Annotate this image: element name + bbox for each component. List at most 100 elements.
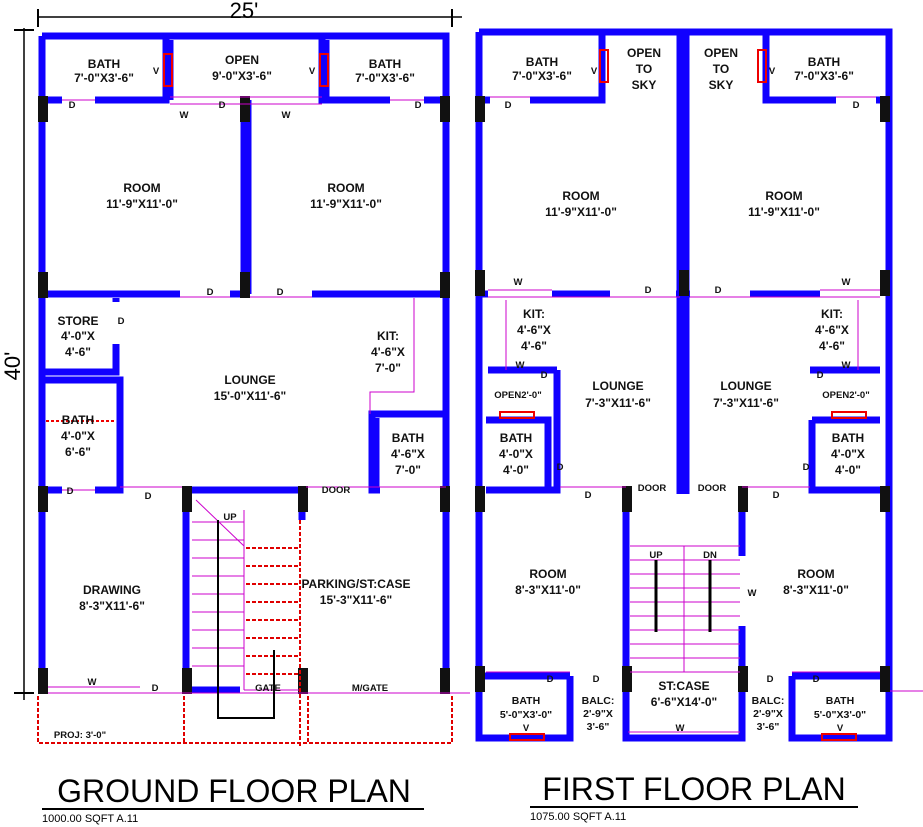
gf-open-size: 9'-0"X3'-6" bbox=[212, 69, 272, 83]
ff-open1-l3: SKY bbox=[632, 78, 657, 92]
ff-lounge1-size: 7'-3"X11'-6" bbox=[585, 396, 651, 410]
ff-lounge2-size: 7'-3"X11'-6" bbox=[713, 396, 779, 410]
ff-kit1-size1: 4'-6"X bbox=[517, 323, 551, 337]
ff-balc2-size1: 2'-9"X bbox=[753, 708, 783, 720]
gf-door-mark-2: D bbox=[219, 100, 226, 111]
gf-window-mark-1: W bbox=[180, 110, 189, 121]
ff-bath4-size1: 4'-0"X bbox=[831, 447, 865, 461]
gf-bath4-size2: 7'-0" bbox=[395, 463, 421, 477]
gf-door-mark-9: D bbox=[152, 683, 159, 694]
ff-door-mark-2: D bbox=[853, 100, 860, 111]
ff-door-mark-10: D bbox=[773, 490, 780, 501]
ff-kit2-name: KIT: bbox=[821, 307, 843, 321]
gf-drawing-name: DRAWING bbox=[83, 583, 141, 597]
gf-store-name: STORE bbox=[57, 314, 98, 328]
ff-lounge2-name: LOUNGE bbox=[720, 379, 771, 393]
ff-room3-name: ROOM bbox=[529, 567, 566, 581]
ff-door-label-1: DOOR bbox=[638, 483, 667, 494]
gf-door-mark-6: D bbox=[118, 316, 125, 327]
ff-open1-l1: OPEN bbox=[627, 46, 661, 60]
ff-bath5-name: BATH bbox=[512, 695, 540, 707]
gf-door-mark-3: D bbox=[415, 100, 422, 111]
ff-kit1-size2: 4'-6" bbox=[521, 339, 547, 353]
ff-vent-mark-3: V bbox=[523, 723, 530, 734]
first-floor-title: FIRST FLOOR PLAN bbox=[542, 771, 845, 807]
ff-room4-size: 8'-3"X11'-0" bbox=[783, 583, 849, 597]
gf-parking-name: PARKING/ST:CASE bbox=[301, 577, 410, 591]
ff-bath1-name: BATH bbox=[526, 55, 558, 69]
gf-store-size1: 4'-0"X bbox=[61, 329, 95, 343]
ff-vent-mark-2: V bbox=[769, 66, 776, 77]
gf-door-mark-1: D bbox=[69, 100, 76, 111]
gf-door-mark-5: D bbox=[277, 287, 284, 298]
ff-room4-name: ROOM bbox=[797, 567, 834, 581]
gf-door-label: DOOR bbox=[322, 485, 351, 496]
gf-bath3-name: BATH bbox=[62, 413, 94, 427]
gf-up-label: UP bbox=[223, 512, 237, 523]
gf-kit-size1: 4'-6"X bbox=[371, 345, 405, 359]
ff-room3-size: 8'-3"X11'-0" bbox=[515, 583, 581, 597]
ff-bath6-size: 5'-0"X3'-0" bbox=[814, 709, 866, 721]
ff-door-mark-3: D bbox=[645, 285, 652, 296]
gf-room1-name: ROOM bbox=[123, 181, 160, 195]
ff-bath3-name: BATH bbox=[500, 431, 532, 445]
ff-window-mark-3: W bbox=[516, 360, 525, 371]
gf-room2-size: 11'-9"X11'-0" bbox=[310, 197, 382, 211]
first-floor-staircase bbox=[630, 545, 740, 673]
gf-proj-label: PROJ: 3'-0" bbox=[54, 730, 106, 741]
ff-bath1-size: 7'-0"X3'-6" bbox=[512, 69, 572, 83]
ff-window-mark-4: W bbox=[842, 360, 851, 371]
ff-door-label-2: DOOR bbox=[698, 483, 727, 494]
gf-drawing-size: 8'-3"X11'-6" bbox=[79, 599, 145, 613]
ff-vent-mark-1: V bbox=[591, 66, 598, 77]
ff-bath6-name: BATH bbox=[826, 695, 854, 707]
ff-room2-size: 11'-9"X11'-0" bbox=[748, 205, 820, 219]
ff-open-small2: OPEN2'-0" bbox=[822, 390, 869, 401]
ff-open2-l2: TO bbox=[713, 62, 729, 76]
ff-bath3-size1: 4'-0"X bbox=[499, 447, 533, 461]
ff-open2-l3: SKY bbox=[709, 78, 734, 92]
gf-bath3-size1: 4'-0"X bbox=[61, 429, 95, 443]
ff-bath3-size2: 4'-0" bbox=[503, 463, 529, 477]
gf-window-mark-2: W bbox=[282, 110, 291, 121]
gf-store-size2: 4'-6" bbox=[65, 345, 91, 359]
ff-door-mark-6: D bbox=[817, 370, 824, 381]
gf-window-mark-3: W bbox=[88, 677, 97, 688]
ground-floor-red-marks bbox=[37, 53, 453, 744]
ground-floor-thin-lines bbox=[48, 96, 470, 694]
gf-kit-size2: 7'-0" bbox=[375, 361, 401, 375]
ff-window-mark-1: W bbox=[514, 277, 523, 288]
ff-kit1-name: KIT: bbox=[523, 307, 545, 321]
ff-bath5-size: 5'-0"X3'-0" bbox=[500, 709, 552, 721]
depth-label: 40' bbox=[0, 352, 25, 381]
gf-bath2-size: 7'-0"X3'-6" bbox=[355, 71, 415, 85]
ff-window-mark-5: W bbox=[748, 588, 757, 599]
gf-door-mark-7: D bbox=[67, 486, 74, 497]
ground-floor-labels: BATH 7'-0"X3'-6" OPEN 9'-0"X3'-6" BATH 7… bbox=[54, 53, 425, 741]
gf-open-name: OPEN bbox=[225, 53, 259, 67]
ground-floor-title: GROUND FLOOR PLAN bbox=[57, 773, 411, 809]
ff-room2-name: ROOM bbox=[765, 189, 802, 203]
ff-stcase-name: ST:CASE bbox=[658, 679, 709, 693]
ground-floor-staircase bbox=[192, 499, 301, 748]
ff-bath2-size: 7'-0"X3'-6" bbox=[794, 69, 854, 83]
gf-door-mark-8: D bbox=[145, 491, 152, 502]
ff-vent-mark-4: V bbox=[837, 723, 844, 734]
ff-door-mark-1: D bbox=[505, 100, 512, 111]
ff-balc1-size1: 2'-9"X bbox=[583, 708, 613, 720]
ff-bath2-name: BATH bbox=[808, 55, 840, 69]
ff-door-mark-12: D bbox=[593, 674, 600, 685]
ff-dn-label: DN bbox=[703, 550, 717, 561]
gf-bath4-name: BATH bbox=[392, 431, 424, 445]
first-floor-area: 1075.00 SQFT A.11 bbox=[530, 811, 626, 823]
ff-balc1-size2: 3'-6" bbox=[587, 721, 610, 733]
first-floor-labels: BATH 7'-0"X3'-6" OPEN TO SKY OPEN TO SKY… bbox=[494, 46, 869, 734]
ff-window-mark-2: W bbox=[842, 277, 851, 288]
ff-stcase-size: 6'-6"X14'-0" bbox=[651, 695, 717, 709]
gf-lounge-name: LOUNGE bbox=[224, 373, 275, 387]
gf-bath1-name: BATH bbox=[88, 57, 120, 71]
ff-door-mark-4: D bbox=[715, 285, 722, 296]
ff-balc2-size2: 3'-6" bbox=[757, 721, 780, 733]
gf-door-mark-4: D bbox=[207, 287, 214, 298]
first-floor-columns bbox=[475, 96, 890, 692]
